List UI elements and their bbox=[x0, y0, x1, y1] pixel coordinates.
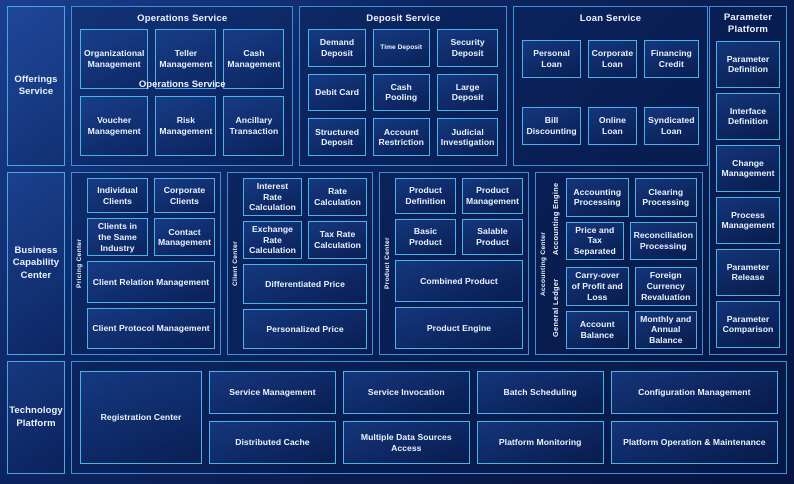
leaf-service-invocation[interactable]: Service Invocation bbox=[342, 371, 470, 414]
loan-service-items: Personal Loan Corporate Loan Financing C… bbox=[514, 29, 706, 165]
subsection-label-general-ledger: General Ledger bbox=[551, 278, 560, 338]
row-label-technology-platform: Technology Platform bbox=[7, 361, 65, 474]
leaf-accounting-processing[interactable]: Accounting Processing bbox=[566, 178, 629, 217]
leaf-tax-rate-calculation[interactable]: Tax Rate Calculation bbox=[308, 220, 367, 259]
leaf-time-deposit[interactable]: Time Deposit bbox=[372, 29, 430, 67]
leaf-ancillary-transaction[interactable]: Ancillary Transaction bbox=[223, 96, 285, 156]
leaf-debit-card[interactable]: Debit Card bbox=[308, 73, 366, 112]
center-accounting[interactable]: Accounting Center Accounting Engine Acco… bbox=[535, 172, 703, 355]
leaf-batch-scheduling[interactable]: Batch Scheduling bbox=[476, 371, 604, 414]
tech-column-1: Service Management Distributed Cache bbox=[209, 371, 336, 464]
leaf-product-engine[interactable]: Product Engine bbox=[395, 307, 523, 349]
subsection-label-accounting-engine: Accounting Engine bbox=[551, 182, 560, 256]
center-label-accounting: Accounting Center bbox=[540, 231, 547, 296]
center-label-product: Product Center bbox=[384, 237, 391, 290]
leaf-organizational-management[interactable]: Organizational Management bbox=[80, 29, 149, 89]
row-business-capability-center: Business Capability Center Pricing Cente… bbox=[7, 172, 787, 355]
row-technology-platform: Technology Platform Registration Center … bbox=[7, 361, 787, 474]
tech-column-3: Batch Scheduling Platform Monitoring bbox=[476, 371, 604, 464]
deposit-service-items: Demand Deposit Time Deposit Security Dep… bbox=[300, 29, 506, 165]
center-label-client: Client Center bbox=[232, 241, 239, 286]
row-offerings-service: Offerings Service Operations Service Ope… bbox=[7, 6, 787, 166]
leaf-basic-product[interactable]: Basic Product bbox=[395, 219, 456, 255]
leaf-platform-operation-maintenance[interactable]: Platform Operation & Maintenance bbox=[610, 421, 779, 464]
leaf-clearing-processing[interactable]: Clearing Processing bbox=[634, 178, 697, 217]
leaf-demand-deposit[interactable]: Demand Deposit bbox=[308, 29, 366, 67]
leaf-cash-management[interactable]: Cash Management bbox=[223, 29, 285, 89]
group-title-operations-service: Operations Service bbox=[137, 13, 228, 24]
leaf-bill-discounting[interactable]: Bill Discounting bbox=[522, 107, 581, 145]
group-title-loan-service: Loan Service bbox=[579, 13, 642, 24]
leaf-corporate-loan[interactable]: Corporate Loan bbox=[587, 40, 638, 78]
group-loan-service[interactable]: Loan Service Personal Loan Corporate Loa… bbox=[513, 6, 708, 166]
center-client[interactable]: Client Center Interest Rate Calculation … bbox=[227, 172, 373, 355]
leaf-individual-clients[interactable]: Individual Clients bbox=[87, 178, 148, 214]
leaf-teller-management[interactable]: Teller Management bbox=[155, 29, 217, 89]
row-label-offerings-service: Offerings Service bbox=[7, 6, 65, 166]
leaf-account-restriction[interactable]: Account Restriction bbox=[372, 118, 430, 156]
group-deposit-service[interactable]: Deposit Service Demand Deposit Time Depo… bbox=[299, 6, 508, 166]
leaf-change-management[interactable]: Change Management bbox=[716, 144, 780, 192]
group-technology-platform[interactable]: Registration Center Service Management D… bbox=[71, 361, 787, 474]
leaf-carry-over-profit-loss[interactable]: Carry-over of Profit and Loss bbox=[566, 267, 629, 306]
leaf-registration-center[interactable]: Registration Center bbox=[80, 371, 202, 464]
row-label-business-capability-center: Business Capability Center bbox=[7, 172, 65, 355]
group-title-deposit-service: Deposit Service bbox=[366, 13, 441, 24]
leaf-security-deposit[interactable]: Security Deposit bbox=[436, 29, 499, 67]
leaf-configuration-management[interactable]: Configuration Management bbox=[610, 371, 779, 414]
leaf-differentiated-price[interactable]: Differentiated Price bbox=[243, 263, 367, 304]
leaf-exchange-rate-calculation[interactable]: Exchange Rate Calculation bbox=[243, 220, 302, 259]
leaf-clients-same-industry[interactable]: Clients in the Same Industry bbox=[87, 218, 148, 257]
operations-service-items: Operations Service Organizational Manage… bbox=[72, 29, 292, 165]
center-pricing[interactable]: Pricing Center Individual Clients Corpor… bbox=[71, 172, 221, 355]
leaf-platform-monitoring[interactable]: Platform Monitoring bbox=[476, 421, 604, 464]
leaf-service-management[interactable]: Service Management bbox=[209, 371, 336, 414]
leaf-interface-definition[interactable]: Interface Definition bbox=[716, 92, 780, 140]
subsection-accounting-engine: Accounting Engine Accounting Processing … bbox=[549, 178, 697, 260]
leaf-product-management[interactable]: Product Management bbox=[461, 178, 523, 214]
leaf-online-loan[interactable]: Online Loan bbox=[587, 107, 638, 145]
tech-column-4: Configuration Management Platform Operat… bbox=[610, 371, 779, 464]
leaf-large-deposit[interactable]: Large Deposit bbox=[436, 73, 499, 112]
group-parameter-platform[interactable]: Parameter Platform Parameter Definition … bbox=[709, 6, 787, 355]
leaf-voucher-management[interactable]: Voucher Management bbox=[80, 96, 149, 156]
leaf-reconciliation-processing[interactable]: Reconciliation Processing bbox=[629, 221, 697, 260]
center-product[interactable]: Product Center Product Definition Produc… bbox=[379, 172, 529, 355]
leaf-foreign-currency-revaluation[interactable]: Foreign Currency Revaluation bbox=[634, 267, 697, 306]
leaf-interest-rate-calculation[interactable]: Interest Rate Calculation bbox=[243, 178, 302, 216]
leaf-client-relation-management[interactable]: Client Relation Management bbox=[87, 261, 215, 303]
leaf-judicial-investigation[interactable]: Judicial Investigation bbox=[436, 118, 499, 156]
leaf-account-balance[interactable]: Account Balance bbox=[566, 310, 629, 349]
leaf-corporate-clients[interactable]: Corporate Clients bbox=[154, 178, 215, 214]
leaf-personal-loan[interactable]: Personal Loan bbox=[522, 40, 581, 78]
leaf-distributed-cache[interactable]: Distributed Cache bbox=[209, 421, 336, 464]
leaf-structured-deposit[interactable]: Structured Deposit bbox=[308, 118, 366, 156]
leaf-cash-pooling[interactable]: Cash Pooling bbox=[372, 73, 430, 112]
leaf-combined-product[interactable]: Combined Product bbox=[395, 260, 523, 302]
leaf-parameter-definition[interactable]: Parameter Definition bbox=[716, 40, 780, 88]
leaf-monthly-annual-balance[interactable]: Monthly and Annual Balance bbox=[634, 310, 697, 349]
leaf-financing-credit[interactable]: Financing Credit bbox=[644, 40, 699, 78]
leaf-contact-management[interactable]: Contact Management bbox=[153, 218, 215, 257]
tech-column-2: Service Invocation Multiple Data Sources… bbox=[342, 371, 470, 464]
leaf-process-management[interactable]: Process Management bbox=[716, 196, 780, 244]
subsection-general-ledger: General Ledger Carry-over of Profit and … bbox=[549, 267, 697, 349]
leaf-multiple-data-sources-access[interactable]: Multiple Data Sources Access bbox=[342, 421, 470, 464]
leaf-price-and-tax-separated[interactable]: Price and Tax Separated bbox=[566, 221, 624, 260]
leaf-personalized-price[interactable]: Personalized Price bbox=[243, 308, 367, 349]
leaf-client-protocol-management[interactable]: Client Protocol Management bbox=[87, 307, 215, 349]
leaf-rate-calculation[interactable]: Rate Calculation bbox=[308, 178, 367, 216]
leaf-parameter-comparison[interactable]: Parameter Comparison bbox=[716, 300, 780, 348]
leaf-salable-product[interactable]: Salable Product bbox=[462, 219, 523, 255]
group-title-parameter-platform: Parameter Platform bbox=[723, 12, 773, 36]
leaf-product-definition[interactable]: Product Definition bbox=[395, 178, 456, 214]
leaf-syndicated-loan[interactable]: Syndicated Loan bbox=[644, 107, 699, 145]
leaf-parameter-release[interactable]: Parameter Release bbox=[716, 248, 780, 296]
group-operations-service[interactable]: Operations Service Operations Service Or… bbox=[71, 6, 294, 166]
leaf-risk-management[interactable]: Risk Management bbox=[155, 96, 217, 156]
business-capability-centers: Pricing Center Individual Clients Corpor… bbox=[71, 172, 787, 355]
center-label-pricing: Pricing Center bbox=[76, 238, 83, 289]
